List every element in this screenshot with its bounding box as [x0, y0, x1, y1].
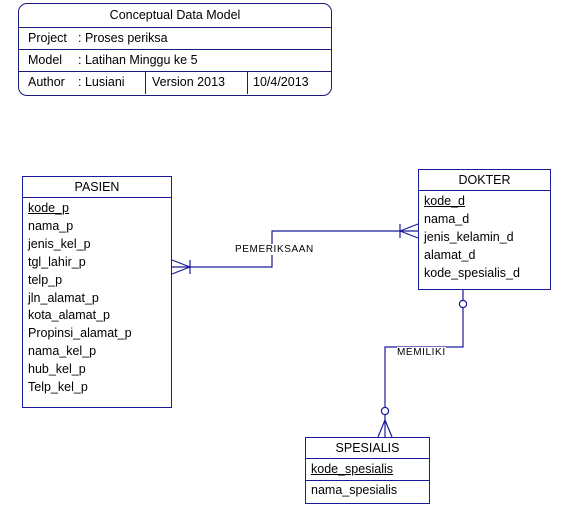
title-block: Conceptual Data Model Project : Proses p…	[18, 3, 332, 96]
author-value: : Lusiani	[78, 75, 125, 89]
attribute: Telp_kel_p	[28, 380, 88, 395]
spesialis-optional-circle	[380, 406, 390, 416]
author-row: Author : Lusiani Version 2013 10/4/2013	[19, 71, 331, 94]
entity-name: SPESIALIS	[306, 438, 429, 459]
author-separator	[145, 72, 146, 94]
attribute: telp_p	[28, 272, 63, 287]
key-attribute: kode_p	[28, 201, 70, 215]
version-value: Version 2013	[152, 75, 225, 89]
attribute: kode_spesialis_d	[424, 265, 520, 280]
attribute: nama_d	[424, 211, 470, 226]
attribute: alamat_d	[424, 247, 476, 262]
version-separator	[247, 72, 248, 94]
project-row: Project : Proses periksa	[19, 27, 331, 50]
entity-name: PASIEN	[23, 177, 171, 198]
attribute: nama_spesialis	[311, 482, 398, 497]
spesialis-crowsfoot	[377, 419, 393, 438]
memiliki-line	[384, 290, 464, 437]
key-attribute: kode_d	[424, 194, 466, 208]
project-value: : Proses periksa	[78, 31, 168, 45]
entity-pasien[interactable]: PASIEN kode_p nama_p jenis_kel_p tgl_lah…	[22, 176, 172, 408]
attribute: nama_p	[28, 218, 74, 233]
entity-name: DOKTER	[419, 170, 550, 191]
attribute: jenis_kel_p	[28, 236, 91, 251]
attribute: Propinsi_alamat_p	[28, 326, 132, 341]
date-value: 10/4/2013	[253, 75, 309, 89]
attribute: kota_alamat_p	[28, 308, 111, 323]
model-row: Model : Latihan Minggu ke 5	[19, 49, 331, 72]
entity-spesialis[interactable]: SPESIALIS kode_spesialis nama_spesialis	[305, 437, 430, 504]
key-attribute: kode_spesialis	[311, 462, 393, 476]
author-label: Author	[28, 75, 65, 89]
model-value: : Latihan Minggu ke 5	[78, 53, 198, 67]
pasien-crowsfoot	[171, 259, 191, 275]
project-label: Project	[28, 31, 67, 45]
model-label: Model	[28, 53, 63, 67]
attribute: jln_alamat_p	[28, 290, 99, 305]
dokter-crowsfoot	[399, 223, 419, 239]
relationship-pemeriksaan: PEMERIKSAAN	[235, 244, 314, 255]
key-separator	[306, 479, 429, 481]
attribute: jenis_kelamin_d	[424, 229, 514, 244]
model-title: Conceptual Data Model	[109, 8, 241, 22]
attribute: hub_kel_p	[28, 362, 86, 377]
entity-dokter[interactable]: DOKTER kode_d nama_d jenis_kelamin_d ala…	[418, 169, 551, 290]
relationship-memiliki: MEMILIKI	[397, 347, 446, 358]
attribute: nama_kel_p	[28, 344, 97, 359]
dokter-optional-circle	[458, 299, 468, 309]
attribute: tgl_lahir_p	[28, 254, 86, 269]
